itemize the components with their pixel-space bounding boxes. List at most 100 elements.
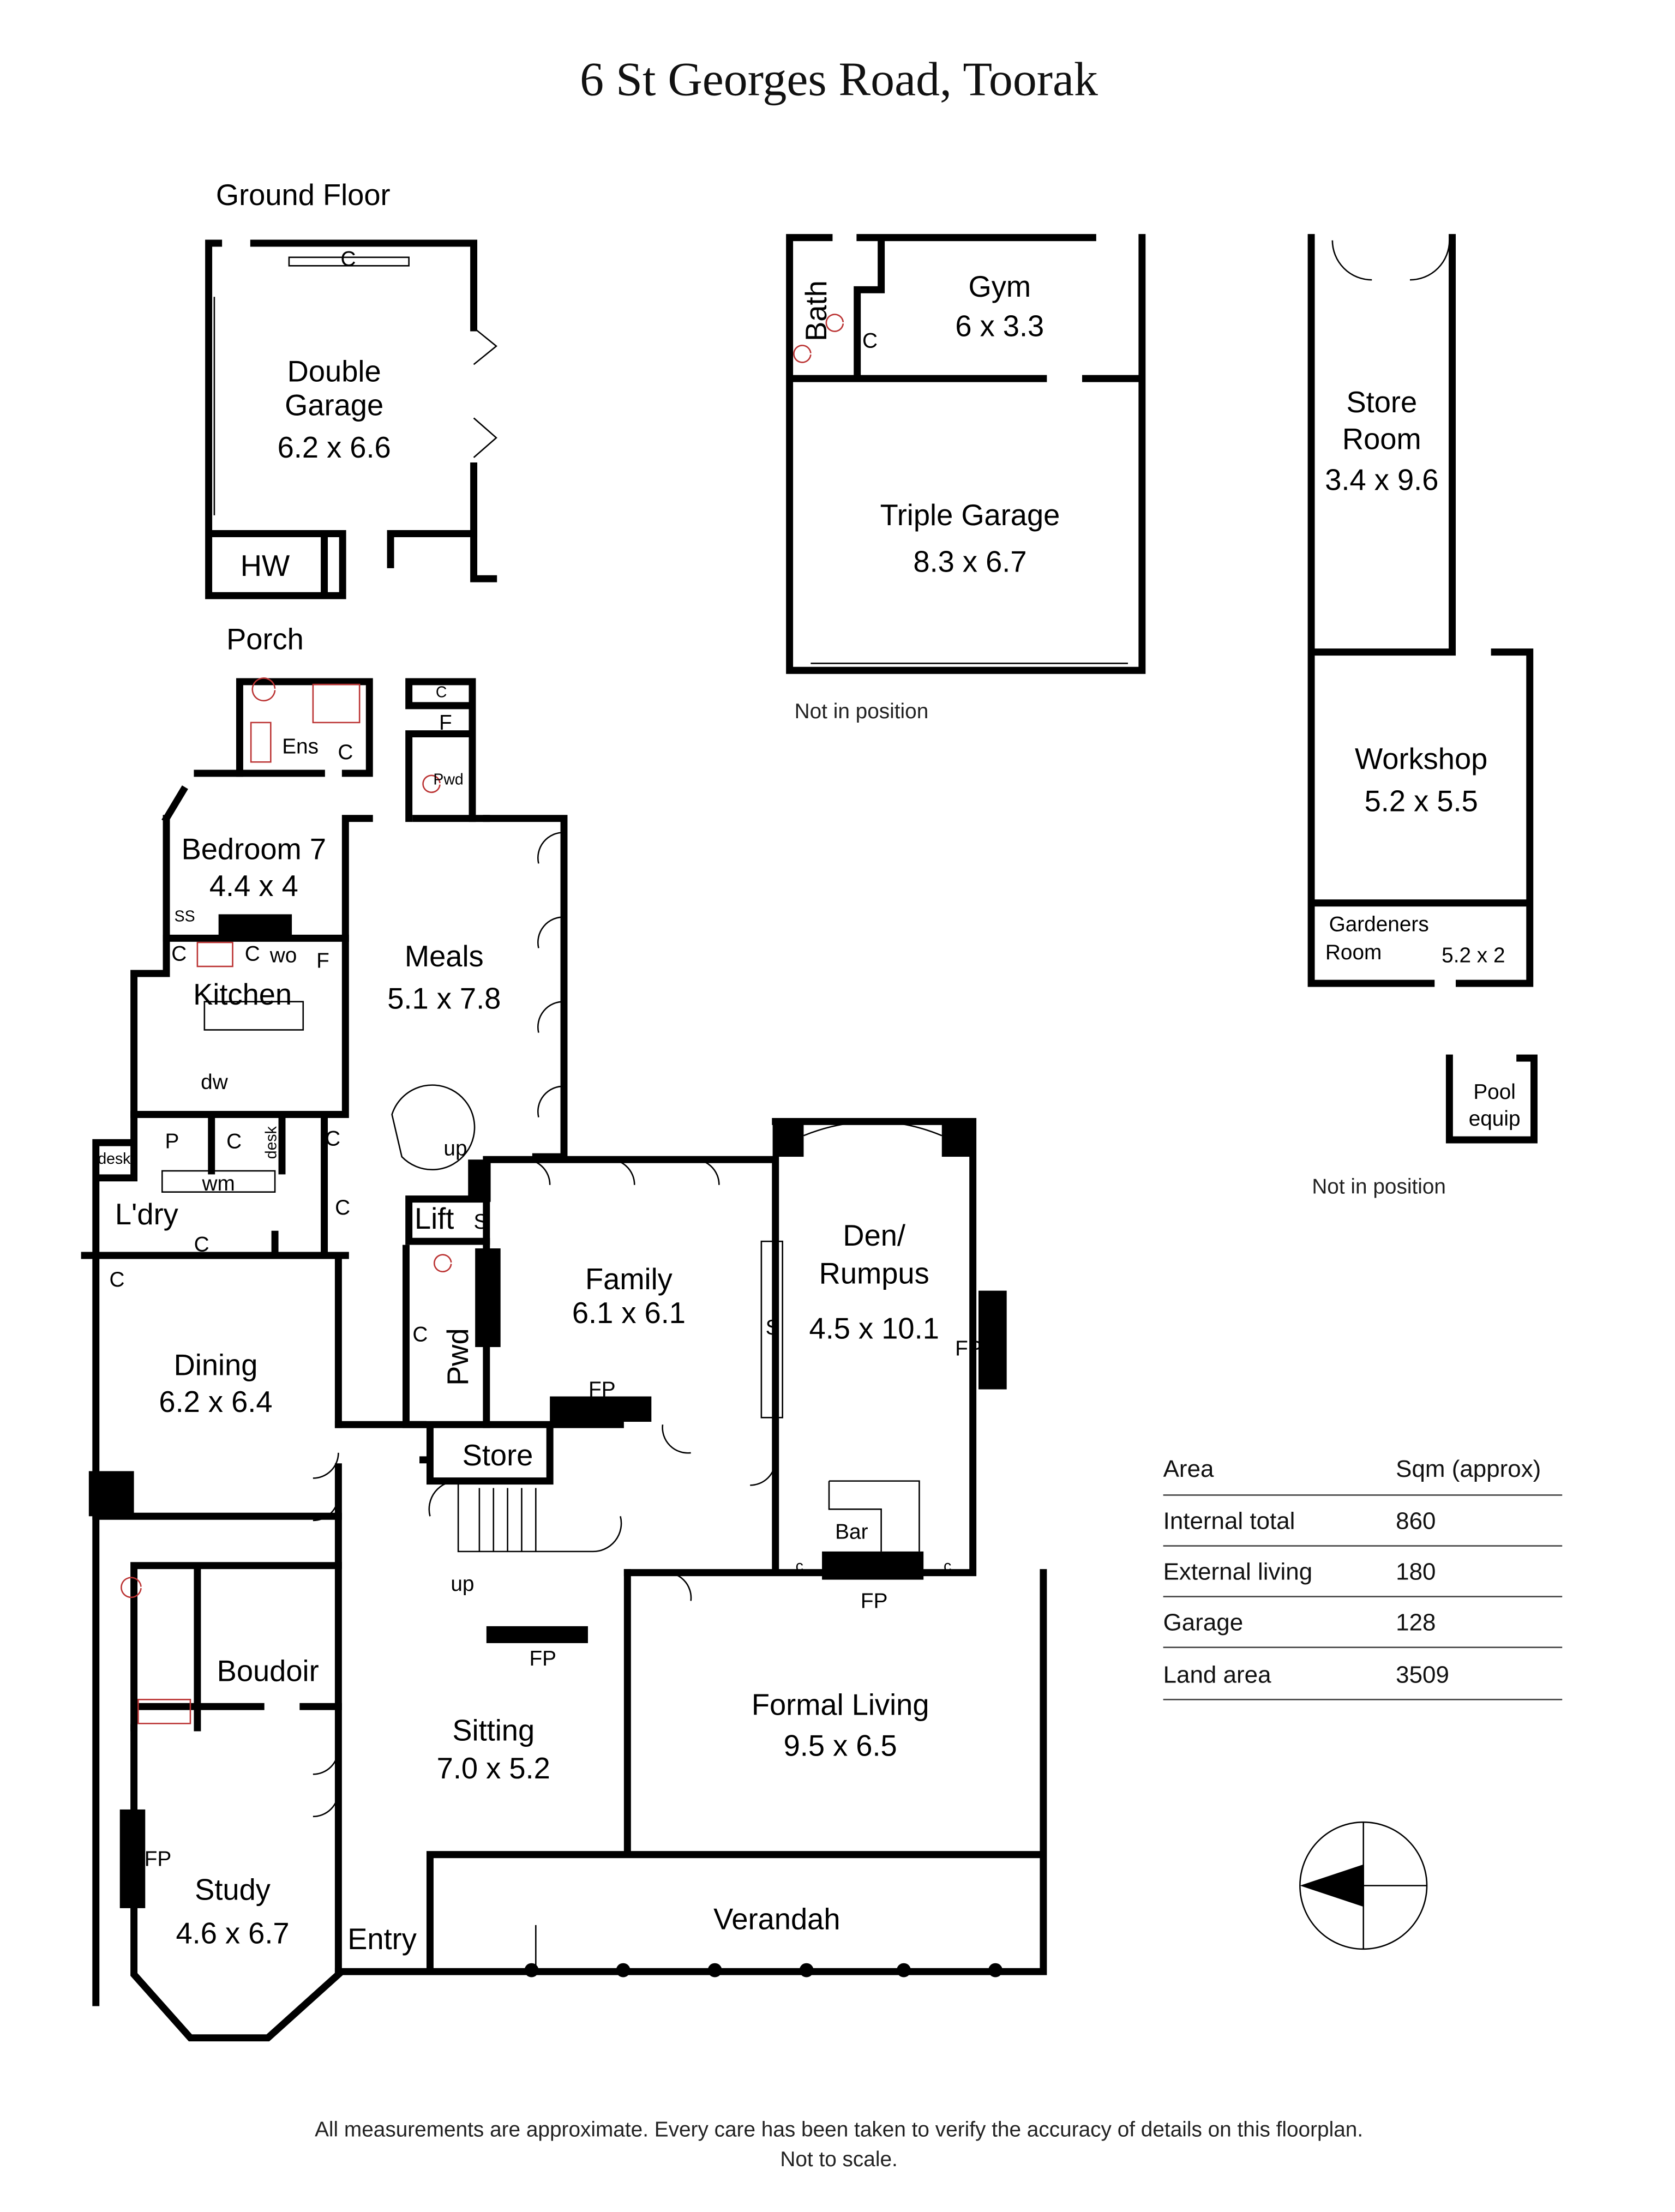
room-size: 7.0 x 5.2 [437,1752,550,1785]
cupboard-label: C [171,942,187,966]
fixture-label: S [474,1210,488,1234]
room-label: Dining [174,1349,258,1382]
cupboard-label: C [338,741,353,764]
room-size: 5.1 x 7.8 [387,982,501,1015]
cupboard-label: C [412,1323,428,1347]
page-title: 6 St Georges Road, Toorak [580,53,1098,106]
table-cell: 860 [1396,1508,1436,1535]
fireplace-label: FP [589,1378,616,1402]
table-cell: 3509 [1396,1661,1449,1688]
table-cell: Land area [1163,1661,1271,1688]
fireplace-label: FP [529,1647,556,1670]
fireplace-label: FP [861,1589,888,1613]
table-cell: 128 [1396,1609,1436,1636]
room-label: Ens [282,735,319,759]
room-label: Entry [347,1922,417,1956]
cupboard-label: C [245,942,260,966]
room-label: Rumpus [819,1257,929,1290]
main-house-walls [81,239,1047,2042]
room-size: 6.1 x 6.1 [572,1296,686,1330]
room-size: 6.2 x 6.6 [278,431,391,464]
table-header: Sqm (approx) [1396,1456,1541,1482]
area-table: Area Sqm (approx) Internal total 860 Ext… [1163,1456,1563,1700]
table-header: Area [1163,1456,1214,1482]
room-size: 4.4 x 4 [209,869,298,903]
cupboard-label: C [194,1233,209,1256]
stairs-up-label: up [443,1137,467,1160]
table-cell: External living [1163,1559,1313,1585]
washing-machine-label: wm [202,1172,235,1195]
room-label: Room [1342,422,1421,455]
not-to-scale-note: Not to scale. [780,2148,897,2171]
room-size: 4.5 x 10.1 [809,1312,939,1345]
room-label: Gym [969,270,1031,303]
room-size: 5.2 x 5.5 [1365,785,1478,818]
room-label: L'dry [115,1198,179,1231]
cupboard-label: C [325,1127,340,1150]
room-label: Den/ [843,1219,906,1252]
cupboard-label: C [110,1268,125,1291]
table-cell: 180 [1396,1559,1436,1585]
not-in-position-note: Not in position [1312,1175,1446,1198]
wall-oven-label: wo [269,943,297,967]
room-label: Verandah [713,1903,840,1936]
desk-label: desk [98,1150,131,1168]
room-size: 9.5 x 6.5 [784,1729,897,1763]
cupboard-label: C [226,1130,242,1153]
cupboard-label: C [335,1196,350,1219]
fixture-label: S [766,1316,780,1339]
room-label: Triple Garage [880,498,1060,532]
dishwasher-label: dw [201,1071,229,1094]
fridge-label: F [439,711,452,735]
room-label: Boudoir [217,1655,319,1688]
fireplace-label: FP [145,1847,172,1871]
room-label: Bar [835,1520,868,1544]
room-label: Family [585,1263,673,1296]
room-label: Sitting [452,1714,535,1747]
room-label: Pwd [433,771,463,789]
outbuilding-walls [786,234,1538,1144]
north-arrow-icon [1299,1821,1428,1950]
cupboard-label: c [944,1558,951,1575]
fireplace-label: FP [955,1337,982,1361]
room-label: Bedroom 7 [182,833,326,866]
room-label: Kitchen [193,978,292,1011]
room-label: Pool [1473,1080,1516,1104]
stairs-up-label: up [451,1572,474,1596]
fixture-label: SS [175,907,195,925]
desk-label: desk [263,1126,280,1159]
room-size: 6 x 3.3 [955,310,1044,343]
room-label: Workshop [1355,742,1487,776]
room-labels: Double Garage 6.2 x 6.6 HW Porch Ens Pwd… [115,270,1521,1956]
room-label: Pwd [441,1328,475,1386]
room-label: Porch [226,622,304,656]
cupboard-label: C [436,683,447,701]
room-label: Double [287,354,381,388]
room-size: 6.2 x 6.4 [159,1385,272,1418]
disclaimer: All measurements are approximate. Every … [315,2118,1363,2142]
room-label: HW [241,549,290,582]
room-size: 3.4 x 9.6 [1325,463,1438,496]
table-cell: Internal total [1163,1508,1295,1535]
room-size: 5.2 x 2 [1442,943,1505,967]
fixture-labels: C C F C SS C C wo F dw P C desk C desk w… [98,247,982,1871]
cupboard-label: C [340,247,356,271]
cupboard-label: C [862,329,878,352]
room-size: 8.3 x 6.7 [913,545,1026,578]
room-label: Formal Living [752,1688,929,1722]
not-in-position-note: Not in position [795,700,929,723]
table-cell: Garage [1163,1609,1244,1636]
room-label: Lift [415,1202,454,1235]
room-size: 4.6 x 6.7 [176,1917,289,1950]
room-label: Gardeners [1329,912,1429,936]
room-label: equip [1469,1107,1521,1131]
floor-label: Ground Floor [216,178,391,212]
room-label: Store [463,1439,533,1472]
room-label: Garage [285,388,383,422]
room-label: Bath [800,280,833,341]
room-label: Store [1346,386,1417,419]
fridge-label: F [316,949,329,973]
room-label: Study [195,1873,271,1906]
room-label: Room [1325,941,1382,964]
